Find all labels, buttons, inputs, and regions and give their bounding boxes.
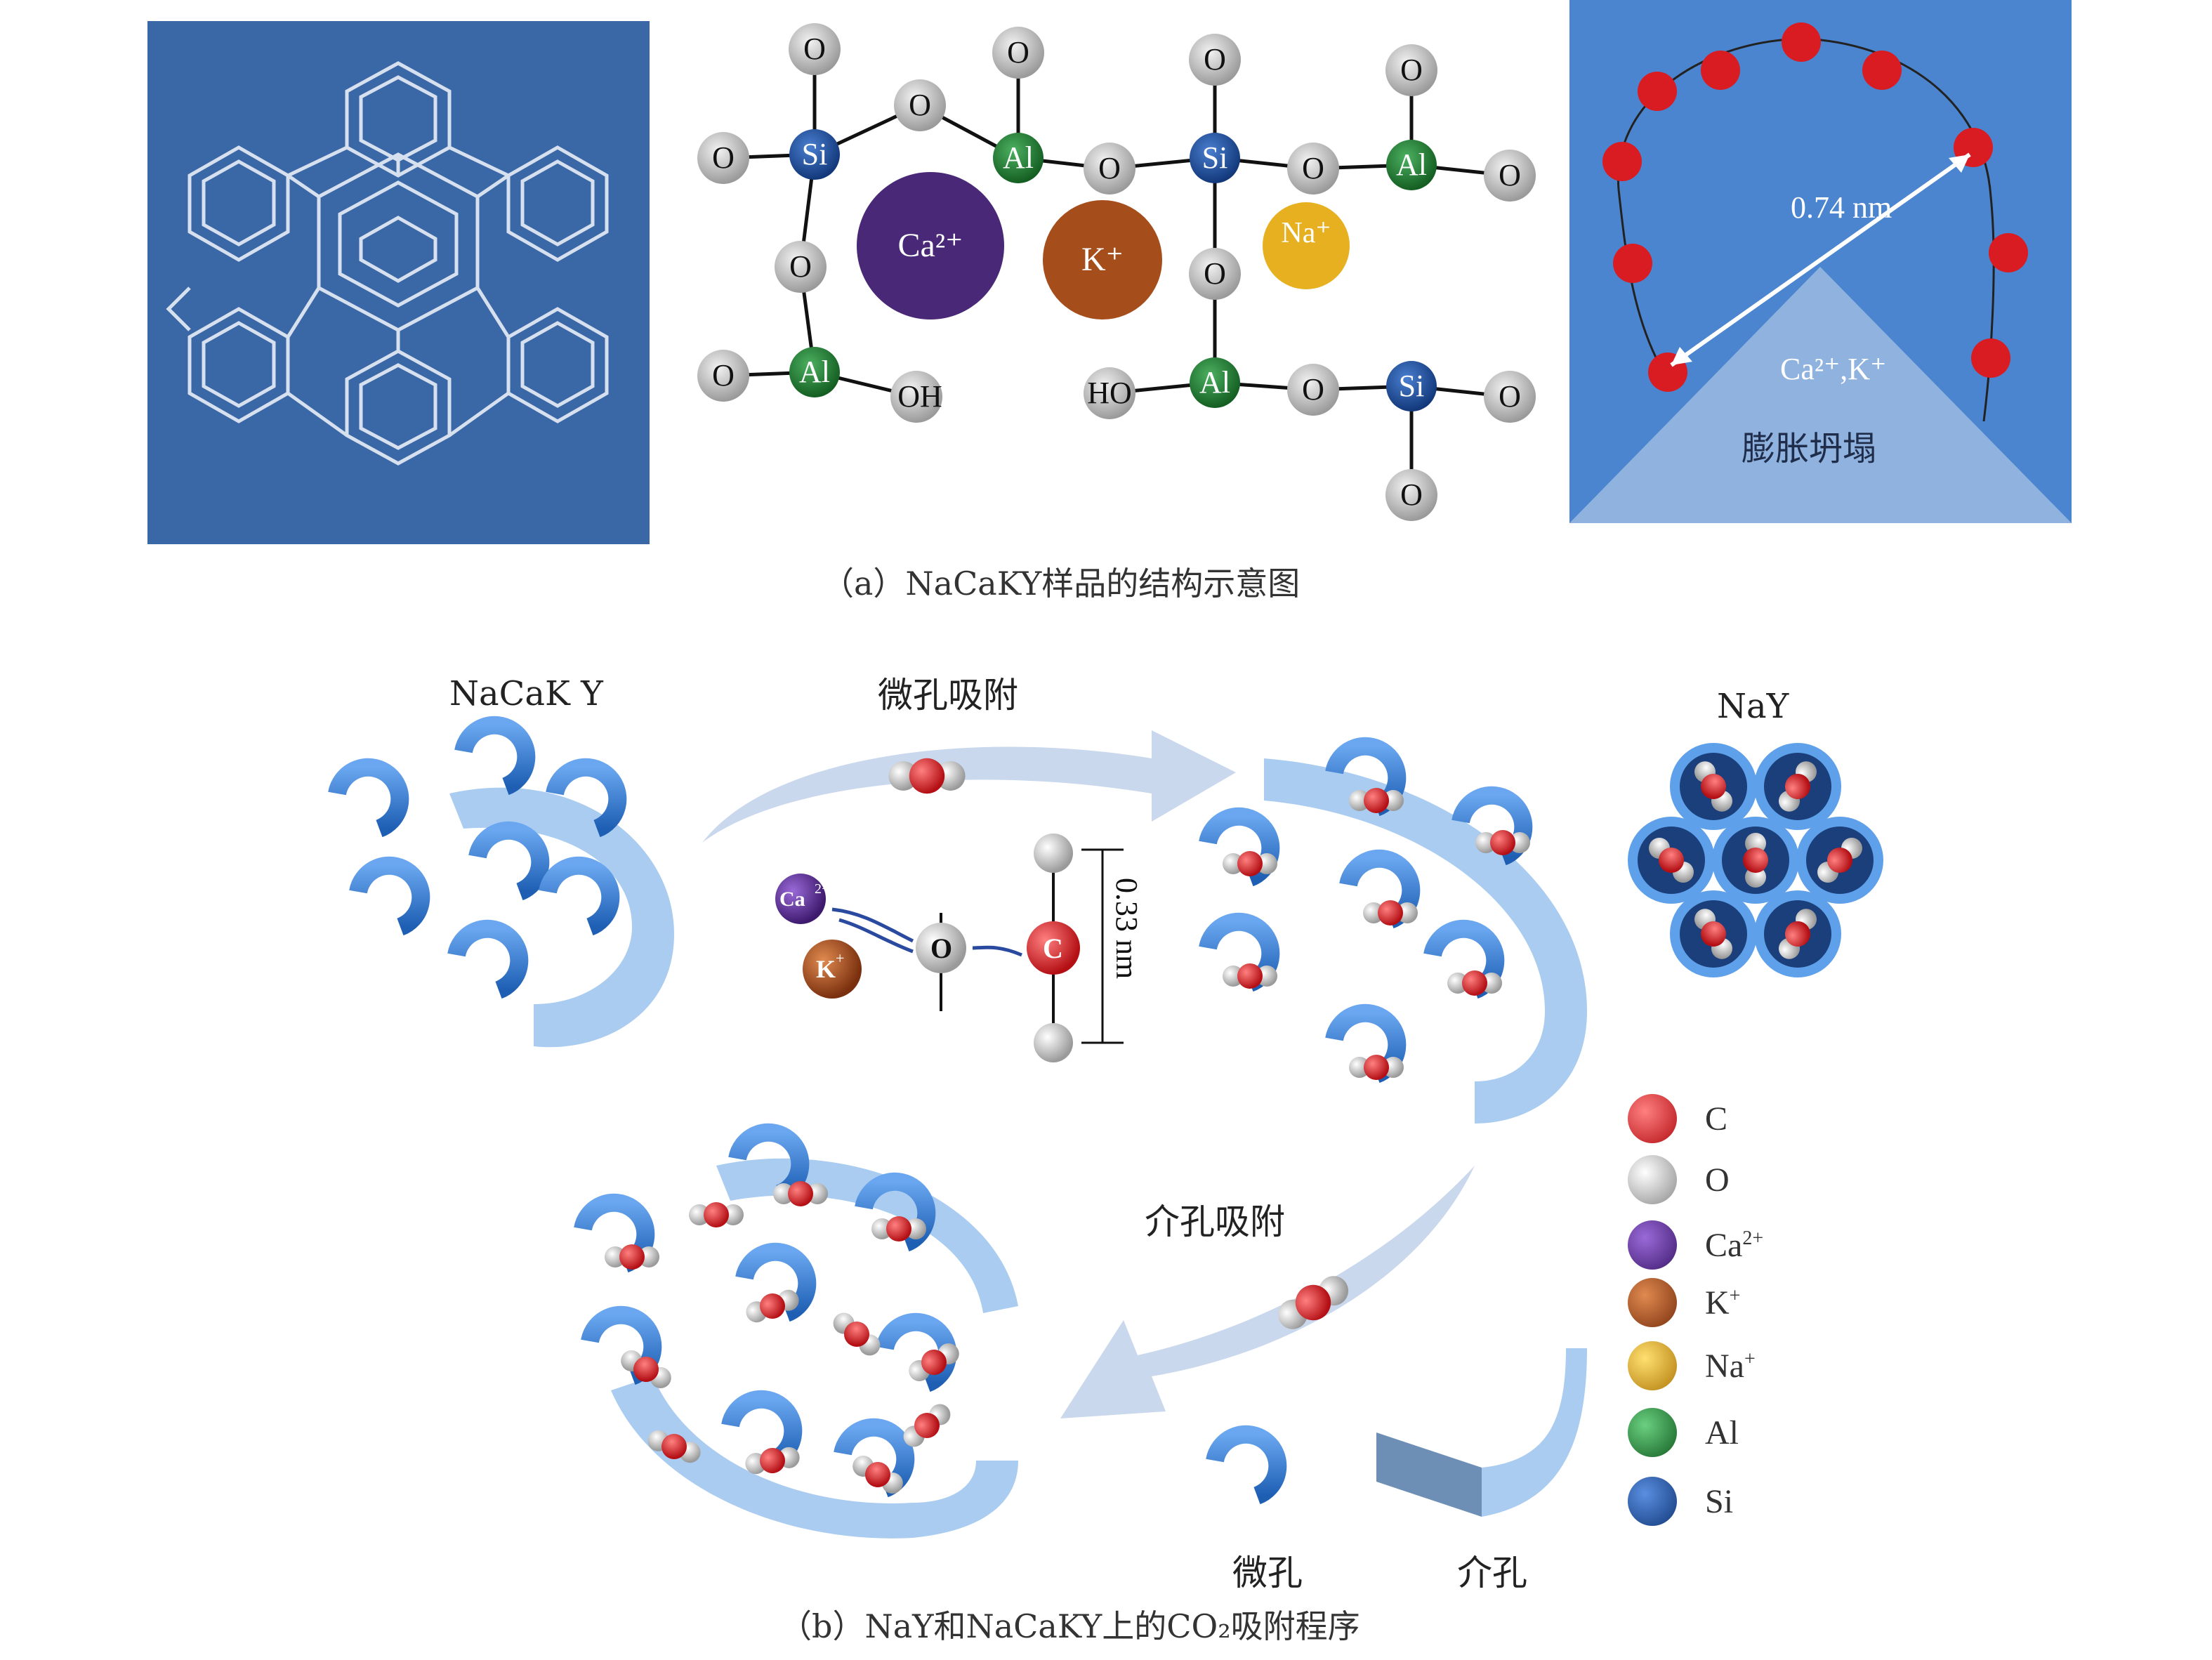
- legend-label: Si: [1705, 1482, 1734, 1520]
- o-label: O: [1302, 372, 1324, 407]
- legend-label: Al: [1705, 1414, 1739, 1451]
- o-label: O: [712, 358, 735, 393]
- panel-b-caption: （b）NaY和NaCaKY上的CO₂吸附程序: [779, 1607, 1360, 1645]
- k-charge: +: [836, 949, 844, 967]
- o-label: O: [712, 140, 735, 175]
- si-label: Si: [802, 137, 828, 171]
- o-atom-label: O: [930, 933, 952, 964]
- ca-charge: 2+: [815, 881, 829, 897]
- k-label: K: [816, 955, 836, 983]
- legend-label: Na+: [1705, 1347, 1756, 1385]
- si-label: Si: [1202, 140, 1228, 175]
- o-label: O: [1204, 256, 1226, 291]
- al-label: Al: [799, 355, 830, 389]
- si-label: Si: [1399, 369, 1425, 403]
- al-label: Al: [1003, 140, 1034, 175]
- legend-item-k: K+: [1628, 1274, 1740, 1331]
- legend-swatch: [1628, 1278, 1677, 1327]
- co2-adsorption-mechanism: Ca 2+ K + O C 0.33 nm: [775, 834, 1144, 1062]
- o-label: O: [1400, 477, 1423, 512]
- k-cation: [1043, 200, 1162, 320]
- micropore-shape: [1215, 1435, 1277, 1496]
- legend-swatch: [1628, 1155, 1677, 1204]
- o-label: O: [909, 88, 931, 122]
- meso-adsorbed-framework: [583, 1133, 1018, 1539]
- meso-adsorption-arrow: [1060, 1166, 1475, 1418]
- ca-label: Ca: [779, 888, 805, 911]
- legend-label: K+: [1705, 1284, 1741, 1322]
- al-label: Al: [1396, 147, 1427, 182]
- ca-cation: [857, 172, 1004, 320]
- c-atom-label: C: [1043, 933, 1063, 964]
- ring-distance-label: 0.74 nm: [1791, 190, 1892, 225]
- meso-adsorption-label: 介孔吸附: [1145, 1201, 1285, 1242]
- micropore-label: 微孔: [1232, 1553, 1303, 1593]
- panel-a-caption: （a）NaCaKY样品的结构示意图: [822, 565, 1301, 602]
- o-label: O: [803, 32, 826, 66]
- ho-label: HO: [1087, 376, 1132, 410]
- oxygen-atoms: [697, 23, 1536, 521]
- mesopore-shape: [1376, 1348, 1587, 1517]
- micro-adsorption-label: 微孔吸附: [878, 675, 1018, 716]
- legend-label: O: [1705, 1161, 1730, 1199]
- o-label: O: [1302, 151, 1324, 185]
- nay-framework: [1628, 743, 1883, 977]
- legend-label: C: [1705, 1100, 1728, 1138]
- adsorption-scheme: Ca 2+ K + O C 0.33 nm: [0, 632, 1883, 1539]
- legend-item-o: O: [1628, 1152, 1730, 1208]
- legend-swatch: [1628, 1220, 1677, 1270]
- zeolite-cage-image: [147, 21, 650, 544]
- legend-item-ca: Ca2+: [1628, 1217, 1763, 1273]
- legend-item-na: Na+: [1628, 1338, 1756, 1394]
- k-cation-label: K⁺: [1081, 241, 1124, 278]
- nay-label: NaY: [1717, 687, 1789, 726]
- legend-label: Ca2+: [1705, 1226, 1764, 1264]
- o-label: O: [1098, 151, 1121, 185]
- ca-cation-label: Ca²⁺: [897, 227, 963, 264]
- o-label: O: [789, 249, 812, 284]
- legend-item-si: Si: [1628, 1473, 1733, 1529]
- ring-window-image: 0.74 nm Ca²⁺,K⁺ 膨胀坍塌: [1569, 0, 2072, 523]
- ring-expansion-label: 膨胀坍塌: [1742, 429, 1876, 468]
- micro-adsorption-arrow: [702, 730, 1236, 843]
- o-label: O: [1204, 42, 1226, 77]
- na-cation: [1263, 202, 1350, 289]
- legend-swatch: [1628, 1408, 1677, 1457]
- na-cation-label: Na⁺: [1281, 217, 1331, 249]
- legend-swatch: [1628, 1477, 1677, 1526]
- distance-label: 0.33 nm: [1110, 878, 1144, 979]
- ring-ions-label: Ca²⁺,K⁺: [1780, 352, 1886, 386]
- legend-swatch: [1628, 1341, 1677, 1390]
- micro-adsorbed-framework: [1208, 746, 1587, 1124]
- mesopore-label: 介孔: [1457, 1553, 1527, 1593]
- nacaky-framework: [337, 725, 674, 1048]
- framework-structure-diagram: O O O O O O O O O O O O OH HO O O O Si S…: [697, 23, 1536, 521]
- o-label: O: [1007, 35, 1029, 70]
- oh-label: OH: [897, 379, 942, 414]
- al-label: Al: [1199, 365, 1230, 400]
- o-label: O: [1499, 379, 1521, 414]
- nacaky-label: NaCaK Y: [449, 674, 603, 713]
- legend-item-al: Al: [1628, 1404, 1739, 1461]
- o-label: O: [1499, 158, 1521, 192]
- o-label: O: [1400, 53, 1423, 87]
- legend-item-c: C: [1628, 1091, 1727, 1147]
- legend-swatch: [1628, 1094, 1677, 1143]
